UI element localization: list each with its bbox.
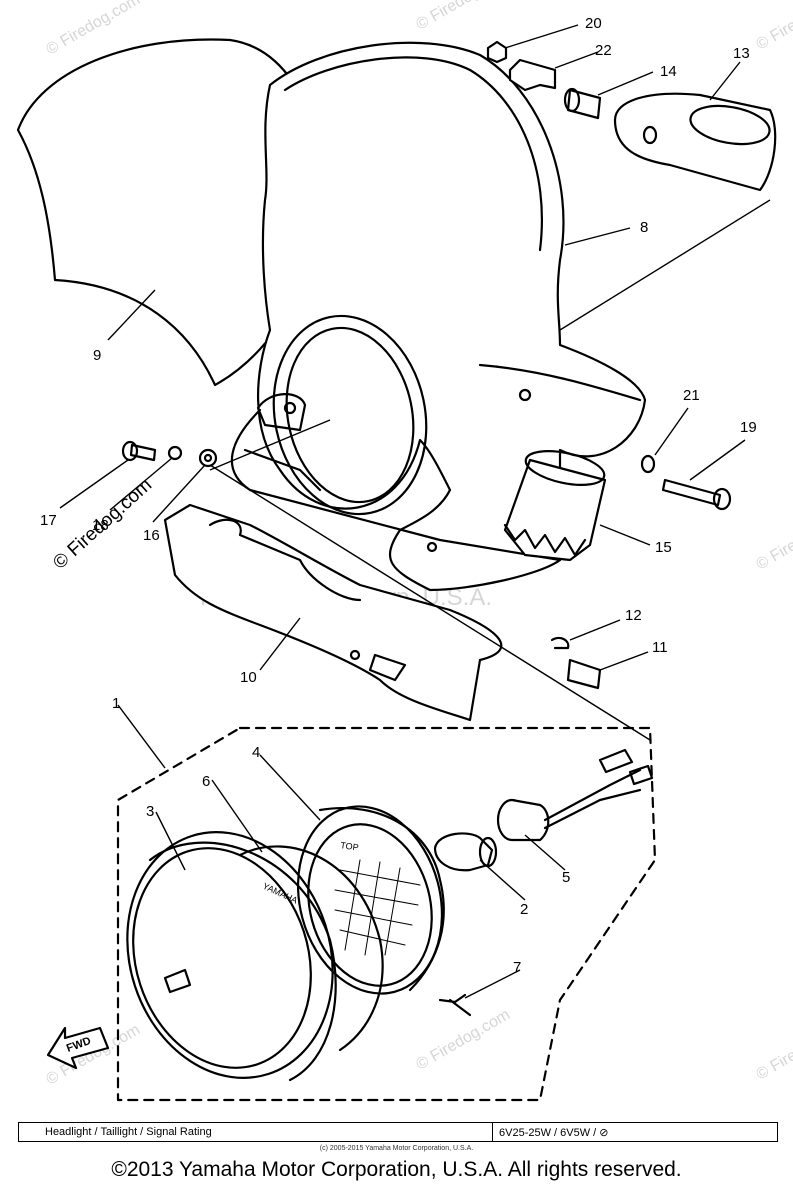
bracket-hole (283, 401, 297, 415)
stay-cutout (208, 518, 362, 602)
cowl-inner-edge (478, 363, 642, 402)
lens-inner (307, 823, 433, 987)
callout-7: 7 (513, 959, 521, 976)
rim-inner (132, 847, 312, 1069)
callout-8: 8 (640, 219, 648, 236)
fork-clamp-part-13 (613, 92, 777, 192)
callouts: 20 22 14 13 8 9 21 19 17 18 16 15 12 11 … (40, 15, 757, 976)
watermark: © Firedog.com (414, 0, 514, 33)
callout-10: 10 (240, 669, 257, 686)
callout-16: 16 (143, 527, 160, 544)
washer-part-21 (640, 454, 656, 474)
rating-label-cell: Headlight / Taillight / Signal Rating (18, 1122, 493, 1142)
nut-part-20 (486, 40, 508, 64)
callout-22: 22 (595, 42, 612, 59)
bolt-part-19 (661, 478, 722, 507)
stay-slot (368, 653, 407, 682)
washer-part-16-hole (203, 453, 213, 463)
rim-part-6 (238, 845, 384, 1052)
clamp-bore (689, 104, 771, 146)
rim-part-3 (126, 831, 334, 1079)
socket-connector (628, 764, 654, 786)
bracket-hole (426, 541, 438, 553)
bulb-part-2 (433, 832, 494, 872)
watermark: © Firedog.com (754, 0, 793, 53)
collar-end (563, 87, 581, 113)
callout-9: 9 (93, 347, 101, 364)
headlight-cowl-part-8 (256, 41, 647, 592)
socket-top (524, 450, 606, 486)
watermark: © Firedog.com (414, 1006, 514, 1073)
cowl-opening (272, 314, 428, 516)
washer-part-18 (167, 445, 183, 461)
rating-table: Headlight / Taillight / Signal Rating 6V… (18, 1122, 778, 1142)
stay-part-10 (163, 503, 503, 722)
headlight-unit-box-part-1 (116, 726, 657, 1102)
callout-20: 20 (585, 15, 602, 32)
callout-4: 4 (252, 744, 260, 761)
watermark: © Firedog.com (754, 506, 793, 573)
socket-wires (543, 748, 642, 830)
callout-2: 2 (520, 901, 528, 918)
clamp-hole (642, 125, 658, 145)
bracket-hole (518, 388, 532, 402)
stay-hole (349, 649, 361, 661)
callout-5: 5 (562, 869, 570, 886)
callout-6: 6 (202, 773, 210, 790)
callout-21: 21 (683, 387, 700, 404)
callout-14: 14 (660, 63, 677, 80)
callout-15: 15 (655, 539, 672, 556)
lens-part-4 (296, 805, 444, 995)
small-copyright: (c) 2005-2015 Yamaha Motor Corporation, … (319, 1145, 474, 1152)
bracket-part-22 (508, 58, 557, 92)
callout-19: 19 (740, 419, 757, 436)
lens-back (318, 807, 445, 992)
clip-part-12 (550, 636, 570, 650)
screw-part-7 (438, 993, 472, 1017)
cowl-bracket (256, 393, 307, 432)
screw-part-11 (566, 658, 602, 690)
table-row: Headlight / Taillight / Signal Rating 6V… (18, 1122, 778, 1142)
cowl-inner-edge (283, 56, 544, 252)
rim-outer-edge (148, 841, 337, 1082)
leader-lines (59, 24, 771, 999)
bolt-head (712, 487, 732, 511)
collar-part-14 (566, 88, 602, 120)
bulb-base (478, 836, 498, 868)
lens-grid (334, 859, 421, 956)
callout-11: 11 (652, 639, 668, 656)
fwd-arrow (46, 1026, 110, 1070)
cowl-lower-panel-edge (243, 448, 322, 492)
watermark: © Firedog.com (754, 1016, 793, 1083)
main-copyright: ©2013 Yamaha Motor Corporation, U.S.A. A… (111, 1158, 682, 1181)
lens-top-text: TOP (340, 840, 360, 852)
washer-part-16 (198, 448, 218, 468)
callout-13: 13 (733, 45, 750, 62)
rim-brand-text: YAMAHA (261, 881, 299, 906)
socket-teeth (503, 523, 587, 557)
callout-12: 12 (625, 607, 642, 624)
rating-value-cell: 6V25-25W / 6V5W / ⊘ (492, 1122, 778, 1142)
socket-body (510, 798, 550, 842)
callout-1: 1 (112, 695, 120, 712)
callout-17: 17 (40, 512, 57, 529)
rim-screw (163, 968, 192, 994)
bolt-head-17 (121, 440, 139, 462)
parts-diagram: © Firedog.com © Firedog.com © Firedog.co… (16, 0, 793, 1102)
callout-3: 3 (146, 803, 154, 820)
callout-18: 18 (92, 517, 109, 534)
